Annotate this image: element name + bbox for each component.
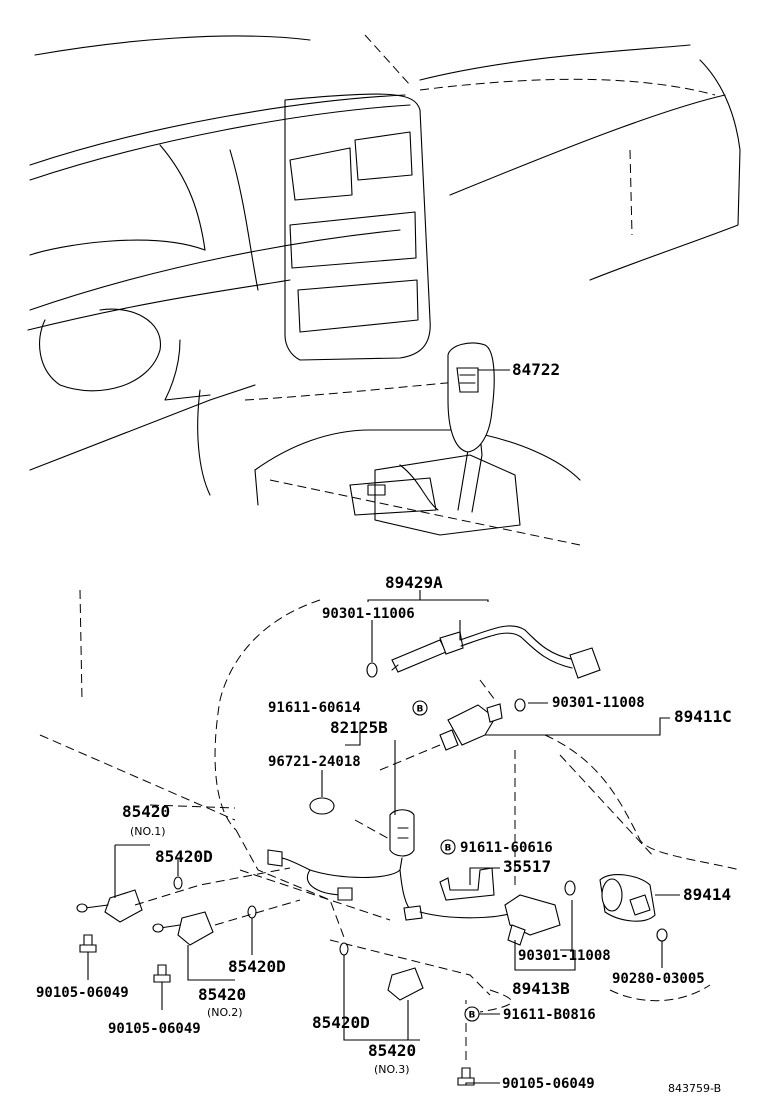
svg-text:B: B [445,844,452,854]
part-82125b [267,809,521,921]
part-85420-no2 [152,911,214,946]
part-35517 [439,867,495,901]
svg-text:B: B [469,1011,476,1021]
engine-outline [39,589,741,996]
part-number-85420-no1: 85420 [122,802,170,821]
part-number-90301-11008-top: 90301-11008 [552,695,645,711]
bolts-90105 [79,934,475,1086]
callout-84722: 84722 [478,360,560,379]
part-number-85420d-a: 85420D [155,847,213,866]
part-number-91611-b0816: 91611-B0816 [503,1007,596,1023]
part-number-85420-no3: 85420 [368,1041,416,1060]
diagram-reference-code: 843759-B [668,1082,721,1095]
part-number-35517: 35517 [503,857,551,876]
svg-text:B: B [417,705,424,715]
part-number-89413b: 89413B [512,979,570,998]
part-number-85420d-b: 85420D [228,957,286,976]
part-number-85420d-c: 85420D [312,1013,370,1032]
part-number-89414: 89414 [683,885,731,904]
part-number-91611-60616: 91611-60616 [460,840,553,856]
part-number-85420-no2: 85420 [198,985,246,1004]
part-number-91611-60614: 91611-60614 [268,700,361,716]
bolt-badge-3: B [464,1006,480,1022]
part-89411c [439,703,503,751]
part-number-90301-11006: 90301-11006 [322,606,415,622]
small-parts [173,662,668,956]
part-number-90105-06049-b: 90105-06049 [108,1021,201,1037]
part-number-90301-11008-bot: 90301-11008 [518,948,611,964]
part-89414 [599,874,656,922]
part-85420-no1 [76,889,143,923]
part-number-90280-03005: 90280-03005 [612,971,705,987]
part-number-84722: 84722 [512,360,560,379]
part-number-89429a: 89429A [385,573,443,592]
note-no3: (NO.3) [374,1063,410,1076]
bolt-badge-2: B [440,839,456,855]
part-85420-no3 [387,967,424,1001]
part-89413b [504,894,561,946]
part-number-82125b: 82125B [330,718,388,737]
part-number-96721-24018: 96721-24018 [268,754,361,770]
bolt-badge-1: B [412,700,428,716]
part-89429a [391,625,601,679]
note-no1: (NO.1) [130,825,166,838]
part-number-89411c: 89411C [674,707,732,726]
note-no2: (NO.2) [207,1006,243,1019]
part-number-90105-06049-c: 90105-06049 [502,1076,595,1092]
part-number-90105-06049-a: 90105-06049 [36,985,129,1001]
dashboard-illustration [27,34,741,546]
